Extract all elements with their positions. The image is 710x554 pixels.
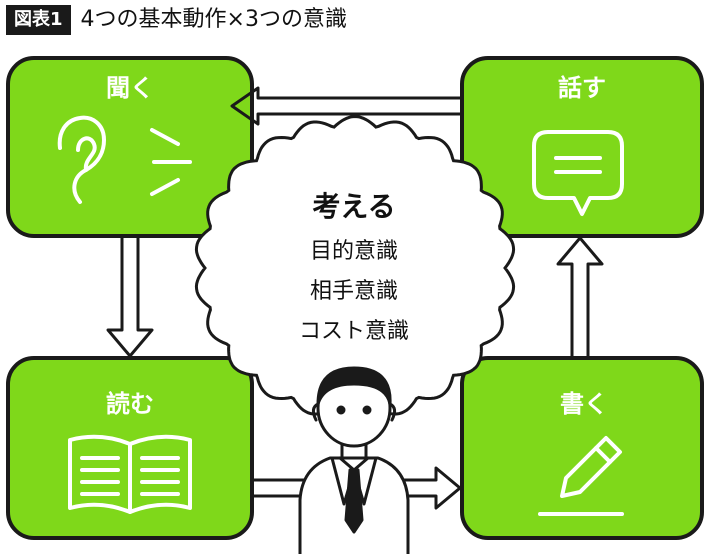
center-item-purpose: 目的意識 xyxy=(310,239,398,264)
arrow-read-to-write xyxy=(254,466,462,510)
arrow-listen-to-read xyxy=(106,238,154,358)
figure-header: 図表1 4つの基本動作×3つの意識 xyxy=(6,4,347,36)
center-title: 考える xyxy=(312,190,395,223)
speech-bubble-icon xyxy=(532,130,624,216)
center-item-cost: コスト意識 xyxy=(299,319,409,344)
speak-box xyxy=(460,56,704,238)
businessman-icon xyxy=(298,366,410,554)
speak-label: 話す xyxy=(558,74,606,102)
center-item-audience: 相手意識 xyxy=(310,279,398,304)
listen-box xyxy=(6,56,254,238)
listen-label: 聞く xyxy=(106,74,154,102)
thought-cloud xyxy=(194,114,516,422)
pencil-icon xyxy=(538,436,624,516)
figure-badge: 図表1 xyxy=(6,5,71,35)
arrow-speak-to-listen xyxy=(230,86,460,126)
figure-title: 4つの基本動作×3つの意識 xyxy=(80,7,347,32)
write-box xyxy=(460,356,704,540)
arrow-write-to-speak xyxy=(556,236,604,356)
open-book-icon xyxy=(68,434,192,514)
read-label: 読む xyxy=(106,390,154,418)
ear-icon xyxy=(57,115,192,204)
write-label: 書く xyxy=(560,390,608,418)
